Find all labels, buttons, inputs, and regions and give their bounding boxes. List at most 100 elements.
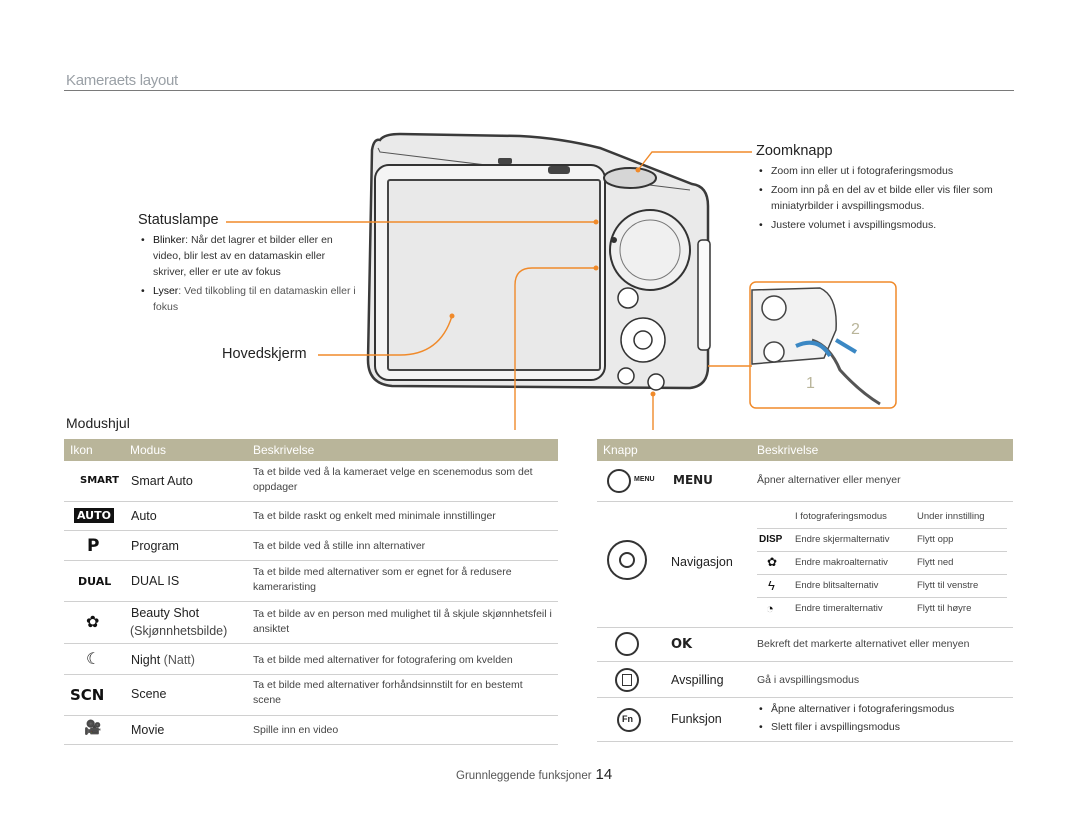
page-number: 14	[595, 766, 613, 783]
night-label: Night	[131, 653, 161, 667]
button-name: OK	[671, 637, 693, 652]
mode-name: Auto	[131, 509, 157, 523]
disp-icon: DISP	[759, 534, 783, 545]
col-desc: Beskrivelse	[757, 443, 819, 457]
zoom-bullets: Zoom inn eller ut i fotograferingsmodus …	[757, 163, 1017, 236]
mode-name: Smart Auto	[131, 474, 193, 488]
nav-sub-row: ✿ Endre makroalternativ Flytt ned	[757, 552, 1007, 575]
fn-bullets: Åpne alternativer i fotograferingsmodus …	[757, 701, 1013, 738]
nav-sub-row: ◔ Endre timeralternativ Flytt til høyre	[757, 598, 1007, 622]
mode-desc: Ta et bilde av en person med mulighet ti…	[253, 608, 552, 635]
flash-icon: ϟ	[768, 578, 775, 593]
timer-icon: ◔	[766, 601, 774, 616]
button-desc: Bekreft det markerte alternativet eller …	[757, 638, 970, 650]
table-row: AUTO Auto Ta et bilde raskt og enkelt me…	[64, 502, 558, 531]
strap-inset	[749, 281, 897, 409]
mode-desc: Ta et bilde ved å la kameraet velge en s…	[253, 466, 533, 493]
smart-auto-icon: SMART	[80, 475, 119, 486]
button-desc: Åpner alternativer eller menyer	[757, 474, 901, 486]
play-button-icon	[615, 668, 639, 692]
nav-sub-row: ϟ Endre blitsalternativ Flytt til venstr…	[757, 575, 1007, 598]
button-name: MENU	[673, 473, 713, 487]
lyser-label: Lyser	[153, 285, 179, 297]
macro-icon: ✿	[767, 555, 778, 569]
mode-name: Scene	[131, 687, 167, 701]
nav-other: Under innstilling	[917, 511, 985, 522]
movie-icon: 🎥	[84, 720, 102, 736]
status-lamp-title: Statuslampe	[138, 212, 219, 228]
table-row: Navigasjon I fotograferingsmodus Under i…	[597, 502, 1013, 628]
fn-bullet: Slett filer i avspillingsmodus	[757, 719, 1013, 735]
table-row: Avspilling Gå i avspillingsmodus	[597, 662, 1013, 698]
fn-icon-text: Fn	[622, 714, 633, 724]
nav-option: I fotograferingsmodus	[795, 511, 887, 522]
nav-other: Flytt til høyre	[917, 603, 972, 614]
status-bullet: Blinker: Når det lagrer et bilder eller …	[139, 232, 359, 280]
mode-desc: Ta et bilde ved å stille inn alternative…	[253, 540, 426, 552]
nav-ok-icon	[619, 552, 635, 568]
mode-name-sub: (Skjønnhetsbilde)	[130, 624, 228, 638]
mode-name: DUAL IS	[131, 574, 180, 588]
nav-sub-row: I fotograferingsmodus Under innstilling	[757, 506, 1007, 529]
mode-name: Program	[131, 539, 179, 553]
nav-option: Endre makroalternativ	[795, 557, 888, 568]
table-row: ☾ Night (Natt) Ta et bilde med alternati…	[64, 644, 558, 675]
nav-option: Endre timeralternativ	[795, 603, 883, 614]
nav-option: Endre skjermalternativ	[795, 534, 890, 545]
mode-desc: Ta et bilde med alternativer forhåndsinn…	[253, 679, 523, 706]
mode-desc: Ta et bilde med alternativer som er egne…	[253, 566, 512, 593]
night-label-sub: (Natt)	[163, 653, 195, 667]
table-row: SMART Smart Auto Ta et bilde ved å la ka…	[64, 461, 558, 502]
title-divider	[64, 90, 1014, 91]
footer-text: Grunnleggende funksjoner	[456, 770, 592, 782]
table-row: SCN Scene Ta et bilde med alternativer f…	[64, 675, 558, 716]
ok-button-icon	[615, 632, 639, 656]
col-desc: Beskrivelse	[253, 443, 315, 457]
zoom-bullet: Zoom inn på en del av et bilde eller vis…	[757, 182, 1017, 214]
dual-is-icon: DUAL	[78, 575, 112, 588]
nav-pad-icon	[607, 540, 647, 580]
col-button: Knapp	[603, 443, 638, 457]
fn-bullet: Åpne alternativer i fotograferingsmodus	[757, 701, 1013, 717]
zoom-bullet: Justere volumet i avspillingsmodus.	[757, 217, 1017, 233]
strap-step-2: 2	[851, 321, 860, 338]
status-bullet: Lyser: Ved tilkobling til en datamaskin …	[139, 283, 359, 315]
auto-icon: AUTO	[74, 508, 114, 523]
nav-sub-row: DISP Endre skjermalternativ Flytt opp	[757, 529, 1007, 552]
lyser-text: : Ved tilkobling til en datamaskin eller…	[153, 285, 356, 313]
nav-other: Flytt ned	[917, 557, 954, 568]
nav-other: Flytt til venstre	[917, 580, 979, 591]
page-title: Kameraets layout	[66, 72, 178, 89]
nav-other: Flytt opp	[917, 534, 954, 545]
camera-body	[366, 132, 711, 391]
table-row: ✿ Beauty Shot (Skjønnhetsbilde) Ta et bi…	[64, 602, 558, 644]
table-row: P Program Ta et bilde ved å stille inn a…	[64, 531, 558, 561]
status-lamp-bullets: Blinker: Når det lagrer et bilder eller …	[139, 232, 359, 318]
button-table-header: Knapp Beskrivelse	[597, 439, 1013, 461]
table-row: MENU MENU Åpner alternativer eller menye…	[597, 461, 1013, 502]
program-icon: P	[87, 536, 100, 556]
blinker-text: : Når det lagrer et bilder eller en vide…	[153, 234, 333, 278]
button-name: Navigasjon	[671, 555, 733, 569]
table-row: 🎥 Movie Spille inn en video	[64, 716, 558, 745]
mode-desc: Ta et bilde raskt og enkelt med minimale…	[253, 510, 496, 522]
mode-table-header: Ikon Modus Beskrivelse	[64, 439, 558, 461]
col-icon: Ikon	[70, 443, 93, 457]
zoom-bullet: Zoom inn eller ut i fotograferingsmodus	[757, 163, 1017, 179]
beauty-shot-icon: ✿	[86, 612, 100, 631]
zoom-title: Zoomknapp	[756, 143, 833, 159]
mode-desc: Spille inn en video	[253, 724, 339, 736]
blinker-label: Blinker	[153, 234, 186, 246]
strap-step-1: 1	[806, 375, 815, 392]
nav-option: Endre blitsalternativ	[795, 580, 879, 591]
menu-button-text: MENU	[634, 476, 655, 483]
table-row: DUAL DUAL IS Ta et bilde med alternative…	[64, 561, 558, 602]
play-icon	[622, 674, 632, 686]
button-name: Funksjon	[671, 712, 722, 726]
main-screen-title: Hovedskjerm	[222, 346, 307, 362]
mode-name: Night (Natt)	[131, 653, 195, 667]
mode-name: Movie	[131, 723, 165, 737]
button-name: Avspilling	[671, 673, 724, 687]
mode-desc: Ta et bilde med alternativer for fotogra…	[253, 654, 513, 666]
